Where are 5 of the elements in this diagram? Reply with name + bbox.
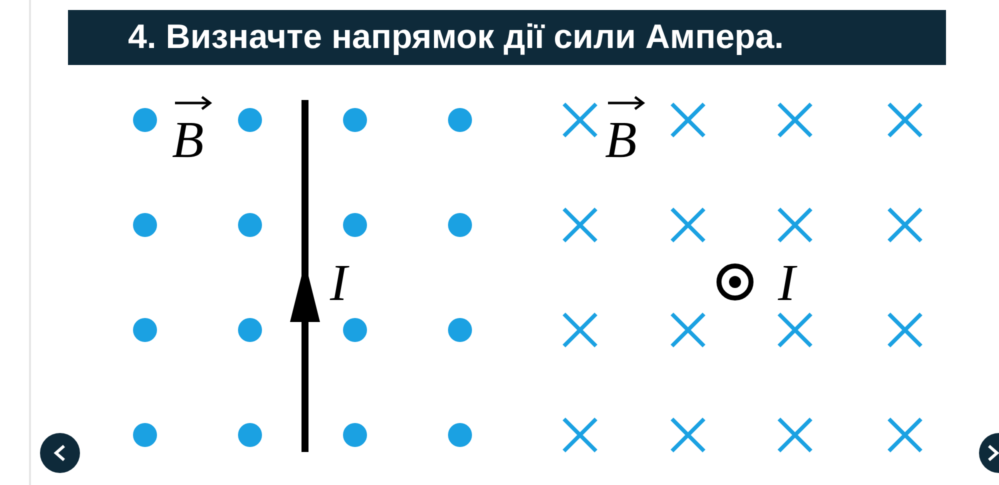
current-symbol: I (330, 258, 348, 310)
title-bar: 4. Визначте напрямок дії сили Ампера. (68, 10, 946, 65)
field-symbol: B (605, 115, 637, 167)
field-symbol: B (172, 115, 204, 167)
current-symbol: I (778, 258, 796, 310)
